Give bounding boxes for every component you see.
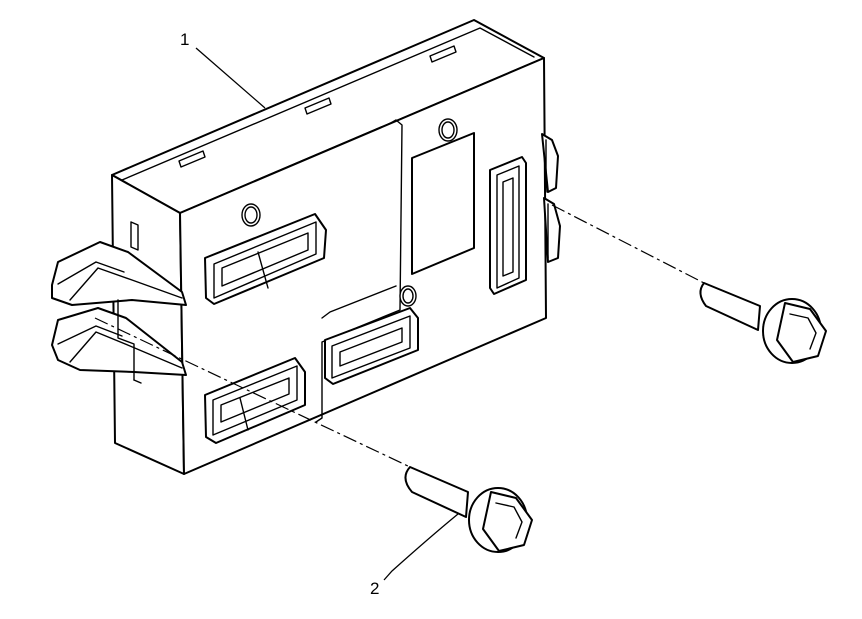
bolt-hex-head (776, 302, 827, 363)
front-recess-panel (315, 119, 403, 423)
connector-vertical-right (489, 156, 527, 295)
bolt-shank (404, 466, 469, 518)
assembly-center-line-lower (94, 317, 411, 468)
callout-1-leader (195, 47, 266, 109)
right-mounting-clips (541, 133, 561, 263)
callout-2-label: 2 (370, 579, 380, 598)
control-module (51, 19, 561, 475)
bolt-hex-head (482, 491, 533, 552)
mounting-bolt-lower (404, 466, 533, 553)
connector-upper-left (204, 213, 327, 305)
top-vent-slots (178, 45, 457, 168)
connector-lower-middle (324, 307, 419, 385)
callout-1-label: 1 (180, 30, 190, 49)
label-window (411, 132, 475, 275)
bolt-shank (699, 282, 761, 331)
assembly-center-line-upper (551, 204, 705, 284)
callout-2-leader (383, 513, 459, 581)
side-slot (130, 221, 139, 251)
mounting-bolt-upper (699, 282, 827, 364)
left-mounting-clips (51, 241, 187, 384)
connector-lower-left (204, 357, 306, 444)
